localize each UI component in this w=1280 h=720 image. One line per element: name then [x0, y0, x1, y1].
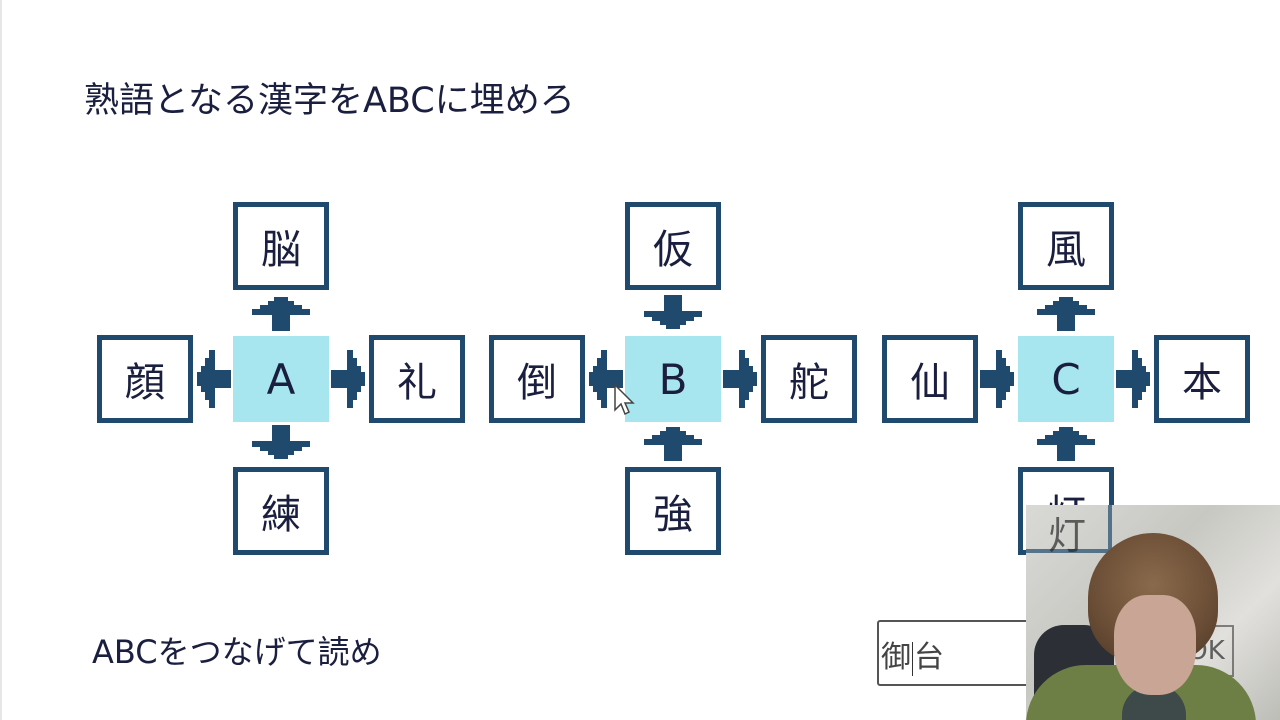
answer-text-before-caret: 御	[881, 640, 911, 675]
mouse-cursor-icon	[614, 383, 638, 422]
arrow-right-icon	[969, 350, 1027, 408]
arrow-right-icon	[1105, 350, 1163, 408]
kanji-box-right: 舵	[761, 335, 857, 423]
arrow-up-icon	[252, 295, 310, 331]
kanji-box-top: 脳	[233, 202, 329, 290]
kanji-box-bottom: 強	[625, 467, 721, 555]
arrow-left-icon	[576, 350, 634, 408]
arrow-down-icon	[252, 425, 310, 461]
kanji-box-left: 仙	[882, 335, 978, 423]
arrow-up-icon	[1037, 425, 1095, 461]
text-caret	[912, 641, 913, 676]
arrow-left-icon	[184, 350, 242, 408]
arrow-up-icon	[644, 425, 702, 461]
puzzle-center-a: A	[233, 336, 329, 422]
kanji-box-left: 顔	[97, 335, 193, 423]
webcam-person-face	[1114, 595, 1196, 695]
webcam-ghost-lamp-box: 灯	[1026, 505, 1112, 558]
slide-title: 熟語となる漢字をABCに埋めろ	[84, 81, 575, 121]
slide-instruction: ABCをつなげて読め	[92, 633, 382, 671]
arrow-right-icon	[320, 350, 378, 408]
arrow-up-icon	[1037, 295, 1095, 331]
slide-left-edge	[0, 0, 2, 720]
puzzle-center-b: B	[625, 336, 721, 422]
kanji-box-bottom: 練	[233, 467, 329, 555]
answer-text-after-caret: 台	[914, 640, 944, 675]
arrow-right-icon	[712, 350, 770, 408]
kanji-box-right: 本	[1154, 335, 1250, 423]
webcam-overlay: 灯 OK	[1026, 505, 1280, 720]
kanji-box-top: 風	[1018, 202, 1114, 290]
kanji-box-left: 倒	[489, 335, 585, 423]
kanji-box-right: 礼	[369, 335, 465, 423]
kanji-box-top: 仮	[625, 202, 721, 290]
answer-input[interactable]: 御台	[877, 620, 1047, 686]
puzzle-center-c: C	[1018, 336, 1114, 422]
arrow-down-icon	[644, 295, 702, 331]
